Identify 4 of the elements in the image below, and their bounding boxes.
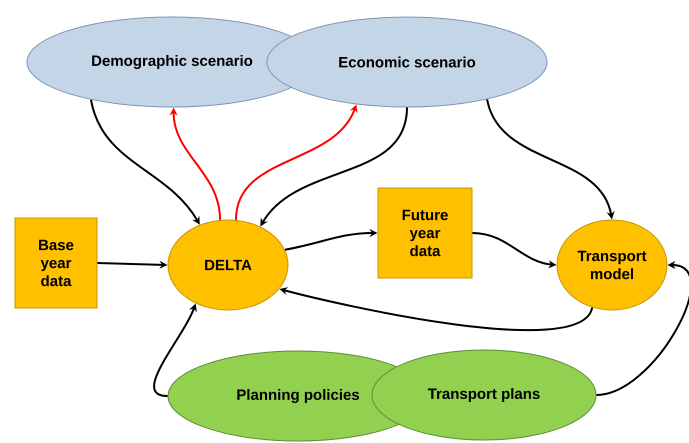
data-box: Base year data: [14, 218, 98, 308]
node-label: Transport plans: [428, 388, 540, 402]
data-box: Future year data: [378, 188, 472, 278]
node-label: Planning policies: [237, 388, 360, 404]
